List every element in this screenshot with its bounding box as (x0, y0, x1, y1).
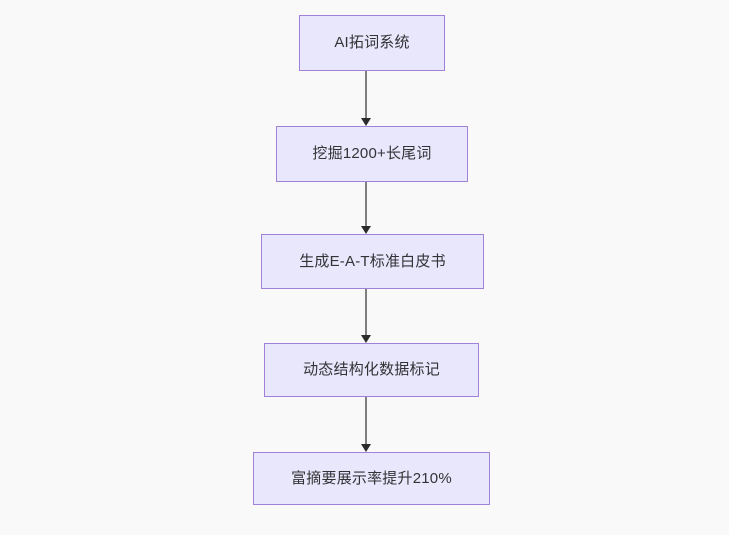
connector-n3-n4 (356, 289, 376, 343)
connector-n1-n2 (356, 71, 376, 126)
flow-node-dynamic-structured-data-markup[interactable]: 动态结构化数据标记 (264, 343, 479, 397)
flow-node-label: 生成E-A-T标准白皮书 (299, 252, 446, 270)
arrowhead-icon (361, 335, 371, 343)
connector-line (365, 289, 367, 336)
flow-node-ai-keyword-system[interactable]: AI拓词系统 (299, 15, 445, 71)
arrowhead-icon (361, 226, 371, 234)
flow-node-label: 挖掘1200+长尾词 (312, 145, 432, 162)
connector-n4-n5 (356, 397, 376, 452)
flow-node-label: 动态结构化数据标记 (303, 361, 440, 378)
arrowhead-icon (361, 118, 371, 126)
connector-line (365, 397, 367, 445)
flow-node-mine-longtail-keywords[interactable]: 挖掘1200+长尾词 (276, 126, 468, 182)
arrowhead-icon (361, 444, 371, 452)
flow-node-rich-snippet-impression-uplift[interactable]: 富摘要展示率提升210% (253, 452, 490, 505)
connector-line (365, 71, 367, 119)
flow-node-label: AI拓词系统 (334, 34, 410, 51)
connector-n2-n3 (356, 182, 376, 234)
flow-node-generate-eat-whitepaper[interactable]: 生成E-A-T标准白皮书 (261, 234, 484, 289)
flow-node-label: 富摘要展示率提升210% (291, 469, 452, 487)
connector-line (365, 182, 367, 227)
